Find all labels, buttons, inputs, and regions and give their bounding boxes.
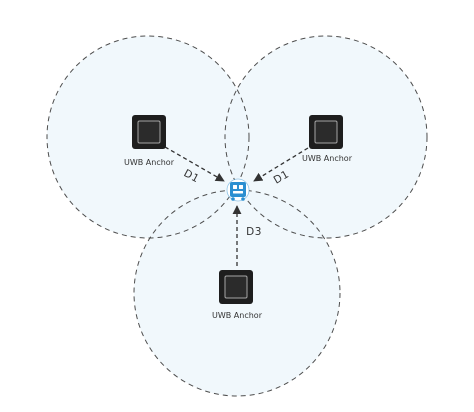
anchor-bottom: UWB Anchor <box>212 270 263 320</box>
range-circle-outlines <box>46 35 428 397</box>
distance-arrow-left <box>164 146 225 182</box>
distance-label-bottom: D3 <box>246 226 262 238</box>
range-circle-right-outline <box>224 35 428 239</box>
uwb-tag-icon <box>226 178 250 202</box>
range-circle-left-outline <box>46 35 250 239</box>
anchor-label: UWB Anchor <box>302 154 353 163</box>
uwb-anchor-icon <box>132 115 166 149</box>
anchor-right: UWB Anchor <box>302 115 353 163</box>
range-circle-bottom-outline <box>133 189 341 397</box>
anchor-left: UWB Anchor <box>124 115 175 167</box>
uwb-anchor-icon <box>309 115 343 149</box>
distance-arrows <box>164 146 309 266</box>
distance-arrow-right <box>253 147 309 182</box>
uwb-tag <box>226 178 250 202</box>
uwb-anchor-icon <box>219 270 253 304</box>
anchor-label: UWB Anchor <box>124 158 175 167</box>
anchor-label: UWB Anchor <box>212 311 263 320</box>
